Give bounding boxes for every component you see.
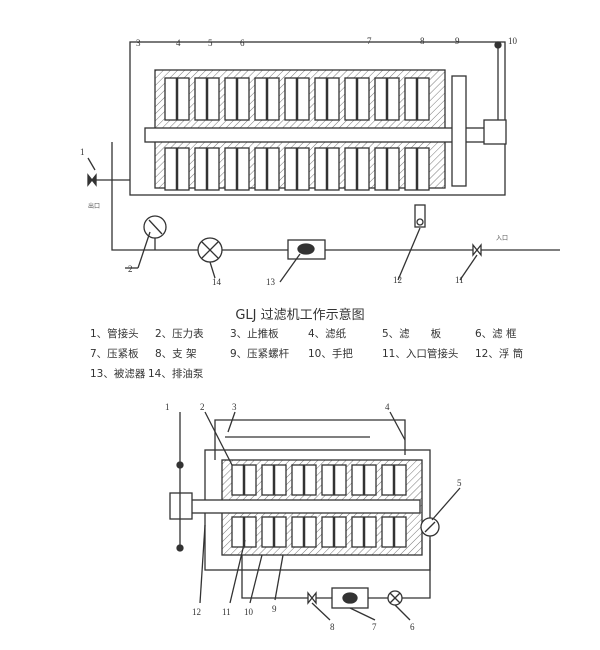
- legend-item: 2、压力表: [155, 328, 204, 340]
- legend-item: 6、滤 框: [475, 328, 517, 340]
- legend-item: 14、排油泵: [148, 368, 204, 380]
- legend-item: 3、止推板: [230, 328, 279, 340]
- handwheel: [483, 119, 507, 145]
- support-bracket: [451, 75, 467, 187]
- label: 10: [244, 607, 254, 617]
- legend-item: 4、滤纸: [308, 328, 347, 340]
- screw-handle-box: [169, 492, 193, 520]
- label: 5: [208, 38, 213, 48]
- label: 3: [136, 38, 141, 48]
- top-filter-diagram: 1 2 3 4 5 6 7 8 9 10 11 12 13 14 出口 入口: [80, 36, 560, 287]
- label: 5: [457, 478, 462, 488]
- label: 9: [455, 36, 460, 46]
- legend-item: 8、支 架: [155, 348, 197, 360]
- label: 11: [222, 607, 231, 617]
- label: 14: [212, 277, 222, 287]
- outlet-pipe-3: [214, 419, 406, 460]
- shaft: [144, 127, 496, 143]
- label: 4: [385, 402, 390, 412]
- label: 6: [410, 622, 415, 632]
- label: 2: [200, 402, 205, 412]
- outlet-valve: [87, 173, 97, 187]
- legend-item: 11、入口管接头: [382, 348, 459, 360]
- bottom-filter-diagram: 1 2 3 4 5 6 7 8 9 10 11 12: [165, 402, 462, 632]
- shaft: [189, 499, 421, 514]
- label: 12: [192, 607, 201, 617]
- label: 1: [165, 402, 170, 412]
- label: 13: [266, 277, 276, 287]
- legend-item: 13、被滤器: [90, 368, 146, 380]
- handle-knob: [494, 41, 502, 49]
- legend-item: 12、浮 筒: [475, 348, 524, 360]
- filter-plates: [164, 77, 430, 191]
- inlet-valve: [472, 243, 482, 257]
- legend-item: 10、手把: [308, 348, 353, 360]
- legend-item: 5、滤 板: [382, 328, 442, 340]
- legend-item: 9、压紧螺杆: [230, 348, 290, 360]
- filter-plates: [231, 464, 407, 548]
- label: 6: [240, 38, 245, 48]
- label: 10: [508, 36, 518, 46]
- label: 7: [372, 622, 377, 632]
- label: 4: [176, 38, 181, 48]
- frame-outline: [129, 41, 506, 196]
- float-tube: [414, 204, 426, 228]
- label: 12: [393, 275, 402, 285]
- label: 3: [232, 402, 237, 412]
- label: 11: [455, 275, 464, 285]
- legend-item: 1、管接头: [90, 328, 139, 340]
- legend-item: 7、压紧板: [90, 348, 139, 360]
- diagram-title: GLJ 过滤机工作示意图: [235, 308, 365, 323]
- label: 8: [420, 36, 425, 46]
- label: 2: [128, 264, 133, 274]
- label: 8: [330, 622, 335, 632]
- valve: [307, 591, 317, 605]
- label: 1: [80, 147, 85, 157]
- label: 7: [367, 36, 372, 46]
- outlet-label: 出口: [88, 202, 100, 210]
- inlet-label: 入口: [496, 235, 508, 242]
- label: 9: [272, 604, 277, 614]
